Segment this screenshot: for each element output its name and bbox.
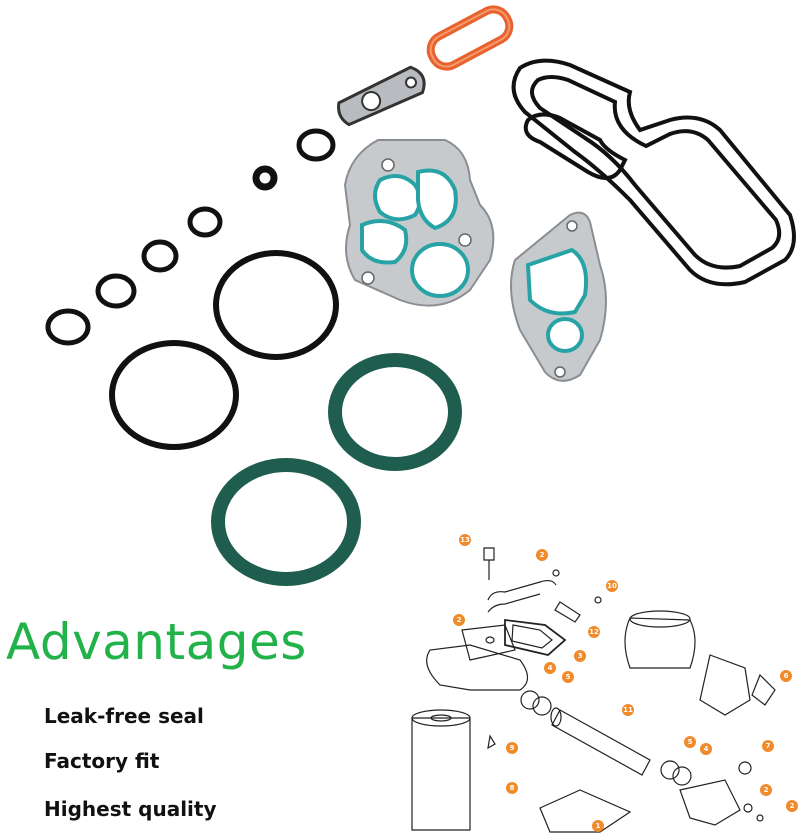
- callout-3: 3: [574, 650, 586, 662]
- svg-text:11: 11: [623, 706, 633, 714]
- large-green-o-rings: [211, 353, 462, 586]
- svg-text:2: 2: [540, 551, 545, 559]
- svg-text:13: 13: [460, 536, 470, 544]
- callout-11: 11: [622, 704, 634, 716]
- cooler-gasket-icon: [511, 58, 796, 287]
- advantage-item-leak-free: Leak-free seal: [44, 704, 204, 728]
- exploded-parts-diagram-icon: [411, 547, 776, 833]
- svg-text:1: 1: [596, 822, 601, 830]
- callout-6: 6: [780, 670, 792, 682]
- callout-4b: 4: [700, 743, 712, 755]
- svg-text:4: 4: [704, 745, 709, 753]
- callout-13: 13: [459, 534, 471, 546]
- callout-2b: 2: [453, 614, 465, 626]
- callout-12: 12: [588, 626, 600, 638]
- svg-text:4: 4: [548, 664, 553, 672]
- callout-1: 1: [592, 820, 604, 832]
- svg-text:8: 8: [510, 784, 515, 792]
- svg-text:2: 2: [764, 786, 769, 794]
- callout-2d: 2: [786, 800, 798, 812]
- callout-8: 8: [506, 782, 518, 794]
- svg-text:5: 5: [688, 738, 693, 746]
- large-black-o-rings: [109, 250, 339, 450]
- svg-text:5: 5: [566, 673, 571, 681]
- callout-9: 9: [506, 742, 518, 754]
- svg-text:2: 2: [457, 616, 462, 624]
- svg-text:6: 6: [784, 672, 789, 680]
- secondary-plate-gasket-icon: [510, 211, 607, 382]
- advantage-item-quality: Highest quality: [44, 797, 217, 821]
- callout-2c: 2: [760, 784, 772, 796]
- oil-cooler-plate-gasket-icon: [343, 139, 495, 307]
- svg-text:3: 3: [578, 652, 583, 660]
- advantages-heading: Advantages: [6, 613, 307, 671]
- diagram-callouts: 13 2 10 2 12 3 4 5 6 11 9 8 5 4 7 2 2 1: [453, 534, 798, 832]
- svg-text:7: 7: [766, 742, 771, 750]
- svg-text:9: 9: [510, 744, 515, 752]
- callout-4: 4: [544, 662, 556, 674]
- svg-text:12: 12: [589, 628, 599, 636]
- svg-text:10: 10: [607, 582, 617, 590]
- callout-2: 2: [536, 549, 548, 561]
- advantage-item-factory-fit: Factory fit: [44, 749, 160, 773]
- callout-7: 7: [762, 740, 774, 752]
- orange-gasket-icon: [426, 5, 514, 71]
- callout-5: 5: [562, 671, 574, 683]
- callout-5b: 5: [684, 736, 696, 748]
- callout-10: 10: [606, 580, 618, 592]
- svg-text:2: 2: [790, 802, 795, 810]
- flange-gasket-icon: [337, 65, 426, 127]
- small-o-rings: [45, 128, 336, 346]
